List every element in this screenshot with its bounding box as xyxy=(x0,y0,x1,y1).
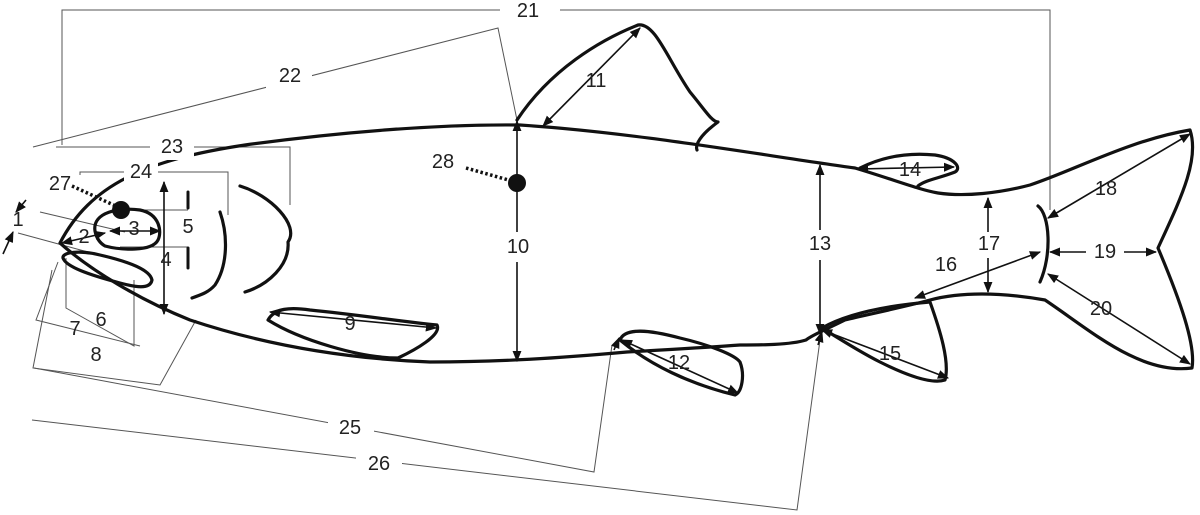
pointer-28 xyxy=(465,166,513,183)
fish-outline xyxy=(58,23,1195,397)
label-15: 15 xyxy=(879,343,901,365)
arrow-14 xyxy=(856,162,956,174)
label-16: 16 xyxy=(935,254,957,276)
arrow-25-end xyxy=(610,336,620,351)
bracket-8 xyxy=(32,269,197,386)
label-21: 21 xyxy=(517,0,539,22)
label-17-bg xyxy=(970,232,1008,258)
label-28: 28 xyxy=(432,151,454,173)
caudal-peduncle-mark xyxy=(1036,204,1050,284)
label-20: 20 xyxy=(1090,298,1112,320)
operculum-curve xyxy=(238,184,293,294)
label-13: 13 xyxy=(809,233,831,255)
label-21-bg xyxy=(500,0,560,24)
label-23: 23 xyxy=(161,136,183,158)
bracket-7 xyxy=(35,261,141,347)
bracket-6 xyxy=(65,258,135,347)
preoperculum-curve xyxy=(190,210,228,300)
label-17: 17 xyxy=(978,233,1000,255)
landmark-points xyxy=(71,166,526,219)
label-7: 7 xyxy=(69,318,80,340)
label-25: 25 xyxy=(339,417,361,439)
label-6: 6 xyxy=(95,309,106,331)
bracket-23 xyxy=(56,146,291,205)
label-27: 27 xyxy=(49,173,71,195)
label-4: 4 xyxy=(160,249,171,271)
arrow-2 xyxy=(60,230,107,246)
adipose-fin xyxy=(858,152,960,188)
arrow-15 xyxy=(820,329,950,379)
label-22-bg xyxy=(266,62,312,90)
label-1: 1 xyxy=(12,209,23,231)
label-2: 2 xyxy=(78,226,89,248)
label-3: 3 xyxy=(128,218,139,240)
label-25-bg xyxy=(328,414,374,442)
pointer-27 xyxy=(71,184,119,209)
bracket-26 xyxy=(31,339,821,511)
arrow-26-end xyxy=(814,330,824,346)
maxilla xyxy=(61,250,154,289)
landmark-28-dot xyxy=(508,174,526,192)
arrow-12 xyxy=(620,339,740,394)
label-13-bg xyxy=(800,230,840,260)
label-22: 22 xyxy=(279,65,301,87)
measurement-labels: 1 2 3 4 5 6 7 8 9 10 11 12 13 14 15 16 1… xyxy=(12,0,1124,478)
arrow-9 xyxy=(268,308,438,332)
arrow-1-upper xyxy=(15,199,27,213)
label-24: 24 xyxy=(130,161,152,183)
dorsal-fin xyxy=(515,23,720,152)
label-26: 26 xyxy=(368,453,390,475)
arrow-20 xyxy=(1047,273,1191,365)
label-18: 18 xyxy=(1095,178,1117,200)
bracket-25 xyxy=(33,344,613,473)
label-26-bg xyxy=(356,450,402,478)
label-19: 19 xyxy=(1094,241,1116,263)
label-10: 10 xyxy=(507,236,529,258)
label-23-bg xyxy=(150,134,194,160)
label-9: 9 xyxy=(344,313,355,335)
arrow-1-lower xyxy=(2,230,14,255)
arrow-16 xyxy=(913,251,1042,299)
label-8: 8 xyxy=(90,344,101,366)
label-12: 12 xyxy=(668,352,690,374)
landmark-27-dot xyxy=(112,201,130,219)
arrow-18 xyxy=(1047,133,1191,219)
label-11: 11 xyxy=(586,70,607,92)
label-14: 14 xyxy=(899,159,921,181)
fish-body xyxy=(58,123,1195,371)
label-10-bg xyxy=(498,232,538,262)
label-5: 5 xyxy=(182,216,193,238)
label-24-bg xyxy=(124,160,158,184)
arrow-11 xyxy=(542,27,641,127)
label-19-bg xyxy=(1086,240,1124,264)
bracket-22 xyxy=(32,27,518,148)
anal-fin xyxy=(820,300,948,383)
